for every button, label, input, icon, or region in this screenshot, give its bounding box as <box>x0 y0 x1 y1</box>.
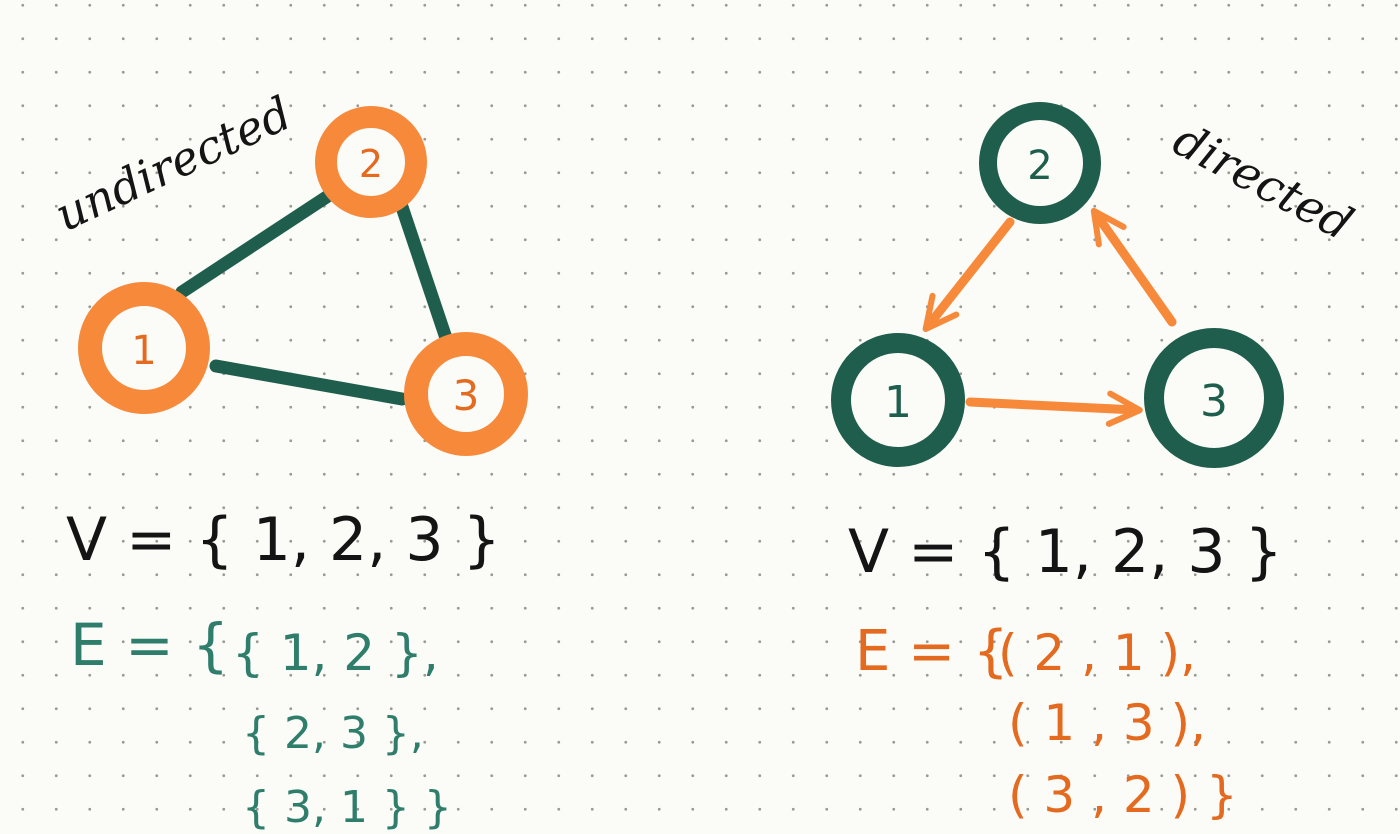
directed-node-3: 3 <box>1144 328 1284 468</box>
directed-edge-2-1 <box>922 217 1015 332</box>
directed-node-2: 2 <box>979 102 1101 224</box>
undirected-edge-1-2 <box>175 189 335 299</box>
undirected-vertex-set: V = { 1, 2, 3 } <box>66 505 501 575</box>
undirected-node-1: 1 <box>78 282 210 414</box>
directed-edge-set-prefix: E = { <box>855 619 1009 684</box>
directed-node-1: 1 <box>831 333 965 467</box>
undirected-node-3-label: 3 <box>453 371 480 420</box>
directed-node-2-label: 2 <box>1027 143 1052 189</box>
undirected-edge-set-prefix: E = { <box>70 611 229 679</box>
directed-vertex-set: V = { 1, 2, 3 } <box>848 517 1283 587</box>
undirected-node-2-label: 2 <box>359 142 383 186</box>
directed-edge-3-2 <box>1090 207 1177 327</box>
undirected-node-1-label: 1 <box>131 328 156 374</box>
undirected-edge-line-3: { 3, 1 } } <box>242 782 452 833</box>
undirected-edge-line-2: { 2, 3 }, <box>242 708 424 759</box>
directed-label: directed <box>1165 112 1362 251</box>
undirected-node-2: 2 <box>315 106 427 218</box>
undirected-edge-1-3 <box>209 359 409 406</box>
undirected-graph: undirected 1 2 3 V = { 1, 2, 3 } E = { {… <box>47 86 528 833</box>
undirected-edge-line-1: { 1, 2 }, <box>232 624 439 682</box>
directed-edge-line-1: ( 2 , 1 ), <box>998 624 1196 682</box>
directed-edge-line-2: ( 1 , 3 ), <box>1008 694 1206 752</box>
directed-edge-1-3 <box>965 390 1143 427</box>
directed-node-1-label: 1 <box>884 377 912 428</box>
directed-graph: directed 1 2 3 V = { 1, 2, 3 } E = { ( 2… <box>831 102 1362 824</box>
directed-node-3-label: 3 <box>1200 376 1228 427</box>
undirected-node-3: 3 <box>404 332 528 456</box>
undirected-edge-2-3 <box>395 200 453 345</box>
directed-edge-line-3: ( 3 , 2 ) } <box>1008 766 1238 824</box>
undirected-label: undirected <box>47 86 300 242</box>
directed-edges <box>922 207 1177 427</box>
undirected-edges <box>175 189 453 406</box>
